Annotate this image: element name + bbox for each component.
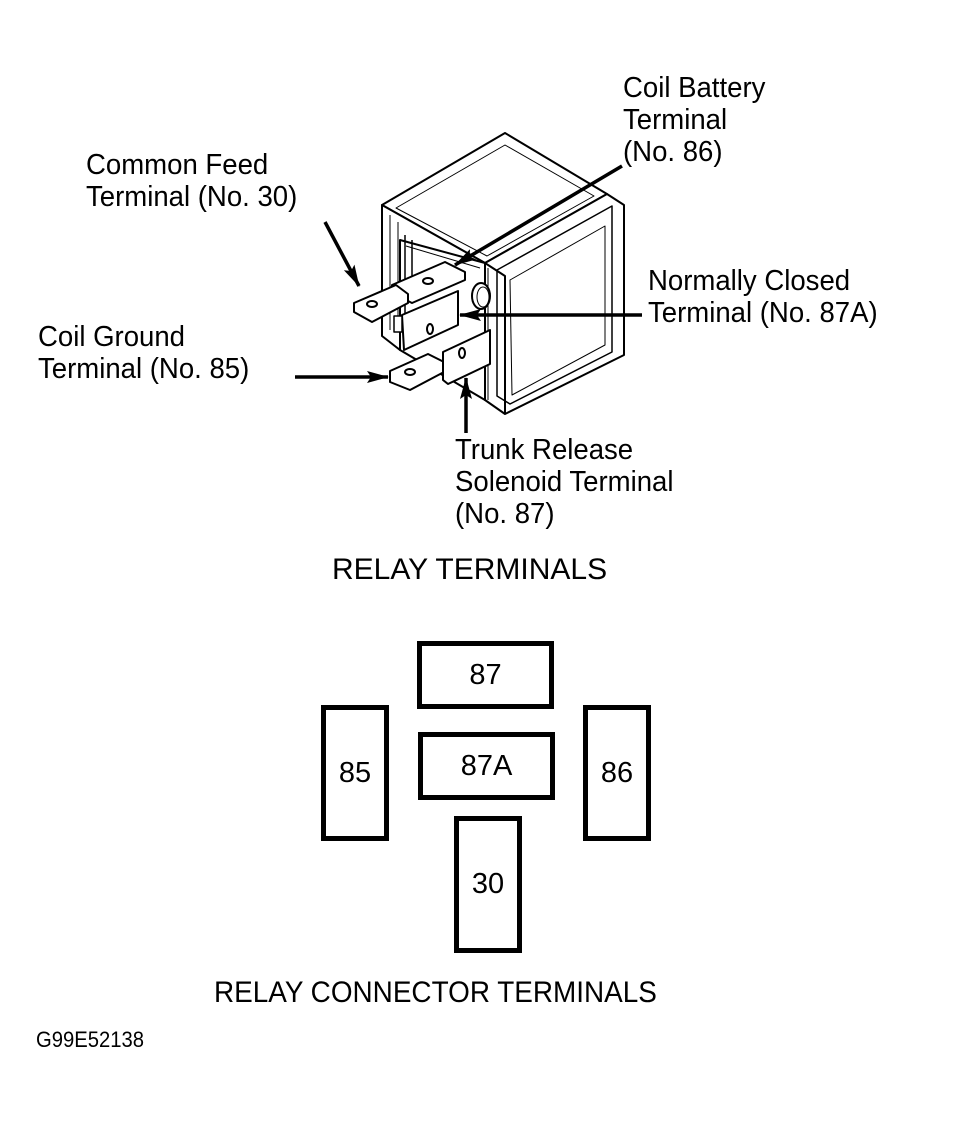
blade-hole [426, 323, 434, 335]
relay-blades [353, 261, 491, 391]
connector-terminal-85: 85 [321, 705, 389, 841]
label-common-feed-terminal: Common Feed Terminal (No. 30) [86, 149, 298, 213]
connector-terminal-87a: 87A [418, 732, 555, 800]
terminal-label: 85 [338, 756, 372, 789]
blade-hole [422, 277, 434, 285]
blade-hole [458, 347, 466, 359]
terminal-label: 87 [469, 658, 502, 691]
connector-terminal-87: 87 [417, 641, 554, 709]
arrow-common-feed [323, 221, 361, 287]
label-normally-closed-terminal: Normally Closed Terminal (No. 87A) [648, 265, 878, 329]
connector-terminal-30: 30 [454, 816, 522, 953]
caption-relay-connector-terminals: RELAY CONNECTOR TERMINALS [214, 976, 657, 1009]
label-trunk-release-terminal: Trunk Release Solenoid Terminal (No. 87) [455, 434, 674, 530]
figure-code: G99E52138 [36, 1027, 145, 1052]
label-coil-ground-terminal: Coil Ground Terminal (No. 85) [38, 321, 250, 385]
relay-illustration [295, 132, 642, 433]
arrow-coil-battery [454, 164, 623, 267]
label-coil-battery-terminal: Coil Battery Terminal (No. 86) [623, 72, 766, 168]
terminal-label: 87A [460, 749, 513, 782]
blade-hole [404, 368, 416, 376]
terminal-label: 30 [471, 868, 505, 900]
caption-relay-terminals: RELAY TERMINALS [332, 553, 608, 586]
blade-hole [366, 300, 378, 308]
terminal-label: 86 [600, 756, 634, 789]
connector-terminal-86: 86 [583, 705, 651, 841]
